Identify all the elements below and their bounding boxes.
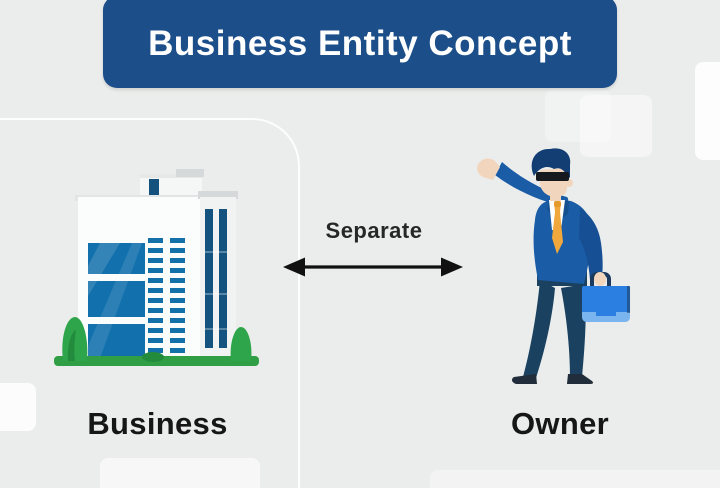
double-arrow-icon: [283, 254, 463, 285]
building-glass-window: [86, 243, 147, 358]
background-tile: [0, 383, 36, 431]
office-building-illustration: [54, 169, 259, 366]
page-title: Business Entity Concept: [148, 24, 572, 63]
building-tower: [198, 191, 238, 361]
head: [531, 148, 573, 201]
briefcase-arm: [579, 208, 630, 322]
background-tile: [430, 470, 720, 488]
sunglasses-icon: [536, 172, 569, 181]
business-label: Business: [87, 406, 228, 441]
building-window-grid: [148, 238, 185, 353]
relationship-label: Separate: [325, 218, 423, 243]
background-tile: [695, 62, 720, 160]
legs: [511, 280, 594, 384]
background-tile: [100, 458, 260, 488]
grass-and-bushes: [54, 317, 259, 366]
owner-label: Owner: [511, 406, 609, 441]
background-tile: [545, 90, 611, 142]
shirt-and-tie: [549, 200, 565, 254]
briefcase-icon: [582, 286, 630, 322]
title-banner: Business Entity Concept: [103, 0, 617, 88]
businessman-illustration: [477, 148, 630, 384]
